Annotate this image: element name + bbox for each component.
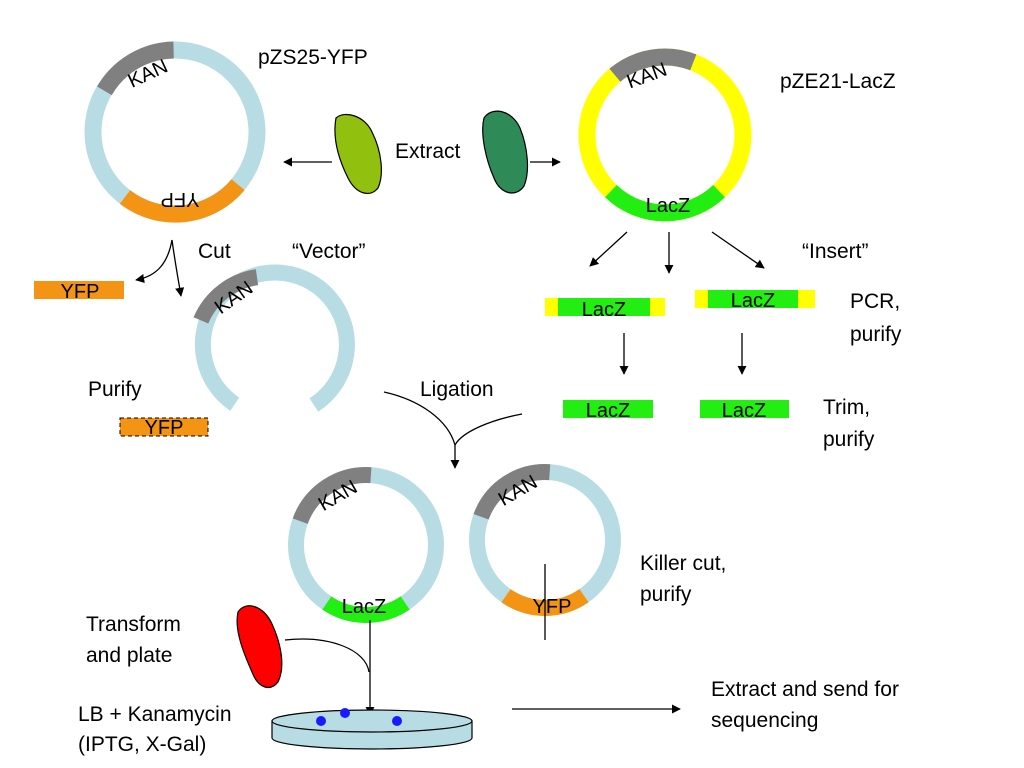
pcr-label-line2: purify — [850, 323, 902, 346]
cell-green-light-icon — [334, 113, 382, 195]
arrow-cut-yfp — [135, 239, 173, 284]
arrow-insert-left — [589, 231, 628, 267]
killer-label-line1: Killer cut, — [640, 552, 726, 575]
plasmid-name-pzs25-yfp: pZS25-YFP — [258, 46, 368, 69]
extract-label: Extract — [395, 140, 461, 163]
trim-label-line1: Trim, — [823, 396, 870, 419]
trim-label-line2: purify — [823, 428, 875, 451]
pcr-product-1-lacz — [558, 298, 650, 316]
kan-segment — [473, 464, 551, 520]
vector-backbone — [194, 264, 355, 412]
transform-label-line2: and plate — [86, 644, 172, 667]
kan-segment — [609, 48, 697, 82]
plasmid-pzs25-yfp: KAN YFP — [84, 41, 266, 223]
trimmed-lacz-1-label: LacZ — [586, 400, 630, 422]
final-label-line1: Extract and send for — [711, 678, 899, 701]
yfp-fragment-label: YFP — [61, 281, 100, 303]
pcr-label-line1: PCR, — [850, 290, 900, 313]
pcr-product-2-lacz — [708, 290, 798, 308]
killer-label-line2: purify — [640, 583, 692, 606]
yfp-discarded-label: YFP — [145, 417, 184, 439]
colony — [340, 708, 350, 718]
pcr-product-1-label: LacZ — [582, 299, 626, 321]
petri-plate — [271, 708, 473, 750]
vector-label: “Vector” — [292, 240, 366, 263]
plasmid-name-pze21-lacz: pZE21-LacZ — [780, 70, 896, 93]
ligated-plasmid-lacz: KAN LacZ — [288, 467, 444, 623]
ligation-curve-right — [454, 413, 523, 446]
kan-segment — [292, 467, 372, 525]
kan-segment — [97, 41, 175, 96]
transform-curve — [284, 638, 370, 673]
trimmed-lacz-1 — [563, 400, 653, 418]
cell-green-dark-icon — [482, 110, 529, 194]
yfp-discarded-fragment — [119, 417, 209, 437]
insert-label: “Insert” — [802, 240, 869, 263]
colony — [392, 716, 402, 726]
yfp-segment — [119, 179, 245, 223]
ligation-curve-left — [383, 391, 456, 446]
religated-plasmid-yfp: KAN YFP — [469, 464, 621, 640]
lacz-label: LacZ — [342, 596, 386, 618]
colony — [316, 716, 326, 726]
pcr-product-2-label: LacZ — [731, 290, 775, 312]
lacz-segment — [605, 184, 725, 222]
cut-vector: KAN — [193, 264, 355, 412]
final-label-line2: sequencing — [711, 709, 818, 732]
ligation-label: Ligation — [420, 378, 494, 401]
arrow-insert-right — [711, 231, 765, 269]
plate-label-line1: LB + Kanamycin — [78, 703, 232, 726]
plasmid-pze21-lacz: KAN LacZ — [578, 48, 752, 222]
lacz-segment — [322, 596, 410, 623]
trimmed-lacz-2-label: LacZ — [722, 400, 766, 422]
plate-top — [271, 709, 473, 733]
yfp-label: YFP — [533, 596, 572, 618]
transform-label-line1: Transform — [86, 613, 181, 636]
arrow-cut-vector — [171, 239, 185, 297]
cell-red-icon — [236, 605, 283, 689]
kan-segment — [193, 269, 259, 324]
purify-label: Purify — [88, 378, 142, 401]
plate-label-line2: (IPTG, X-Gal) — [78, 733, 206, 756]
trimmed-lacz-2 — [700, 400, 789, 418]
cut-label: Cut — [198, 240, 231, 263]
lacz-label: LacZ — [646, 195, 690, 217]
yfp-label-flipped: YFP — [161, 188, 200, 210]
yfp-fragment — [34, 281, 124, 299]
